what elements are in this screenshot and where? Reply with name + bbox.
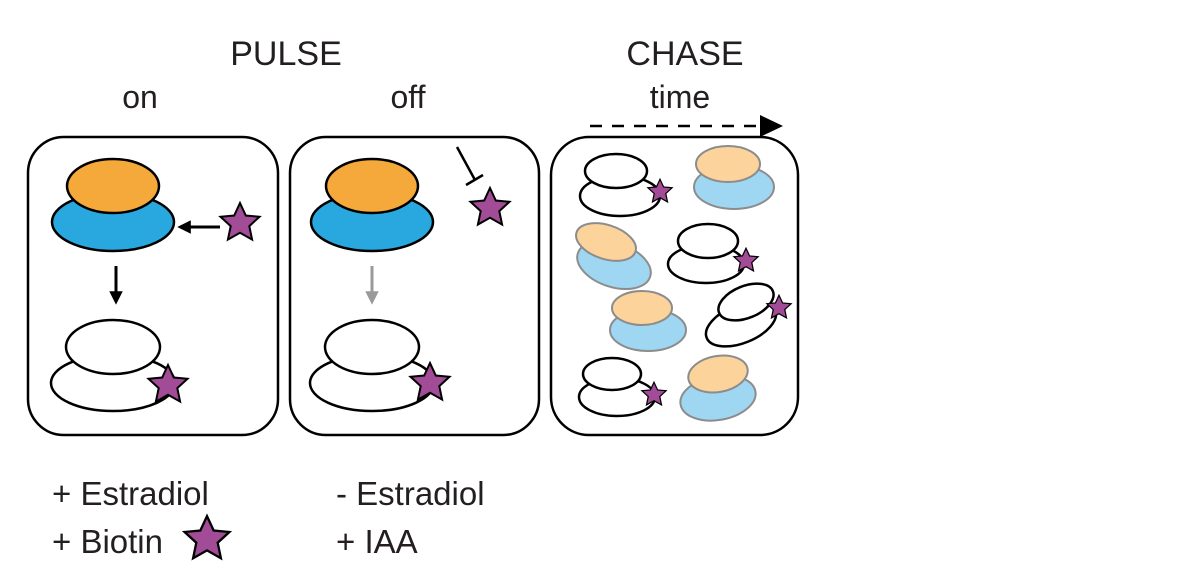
pulse-on-panel [26, 135, 280, 437]
labeled-protein [578, 152, 673, 218]
orange-subunit [324, 157, 420, 215]
enzyme-complex [309, 157, 435, 253]
condition-estradiol-off: - Estradiol [336, 475, 485, 512]
labeled-protein [308, 318, 436, 413]
time-label: time [650, 79, 710, 115]
star-icon [183, 514, 231, 560]
faded-enzyme-complex [609, 290, 687, 352]
faded-enzyme-complex [679, 354, 757, 422]
on-label: on [122, 79, 158, 115]
inhibition-bar-icon [455, 146, 484, 187]
condition-estradiol-on: + Estradiol [52, 475, 209, 512]
condition-iaa-off: + IAA [336, 523, 418, 560]
faded-enzyme-complex [575, 222, 652, 290]
chase-panel [549, 135, 800, 437]
pulse-title: PULSE [230, 35, 342, 73]
chase-title: CHASE [626, 35, 743, 73]
labeled-protein [577, 356, 667, 418]
off-label: off [391, 79, 426, 115]
pulse-off-panel [288, 135, 541, 437]
labeled-protein [704, 282, 792, 348]
active-enzyme-complex [50, 157, 176, 253]
condition-biotin-on: + Biotin [52, 523, 163, 560]
time-arrow-icon [590, 115, 783, 137]
on-conditions: + Estradiol + Biotin [52, 475, 231, 560]
off-conditions: - Estradiol + IAA [336, 475, 485, 560]
faded-enzyme-complex [693, 145, 775, 210]
labeled-protein [666, 222, 759, 285]
orange-subunit [65, 157, 161, 215]
